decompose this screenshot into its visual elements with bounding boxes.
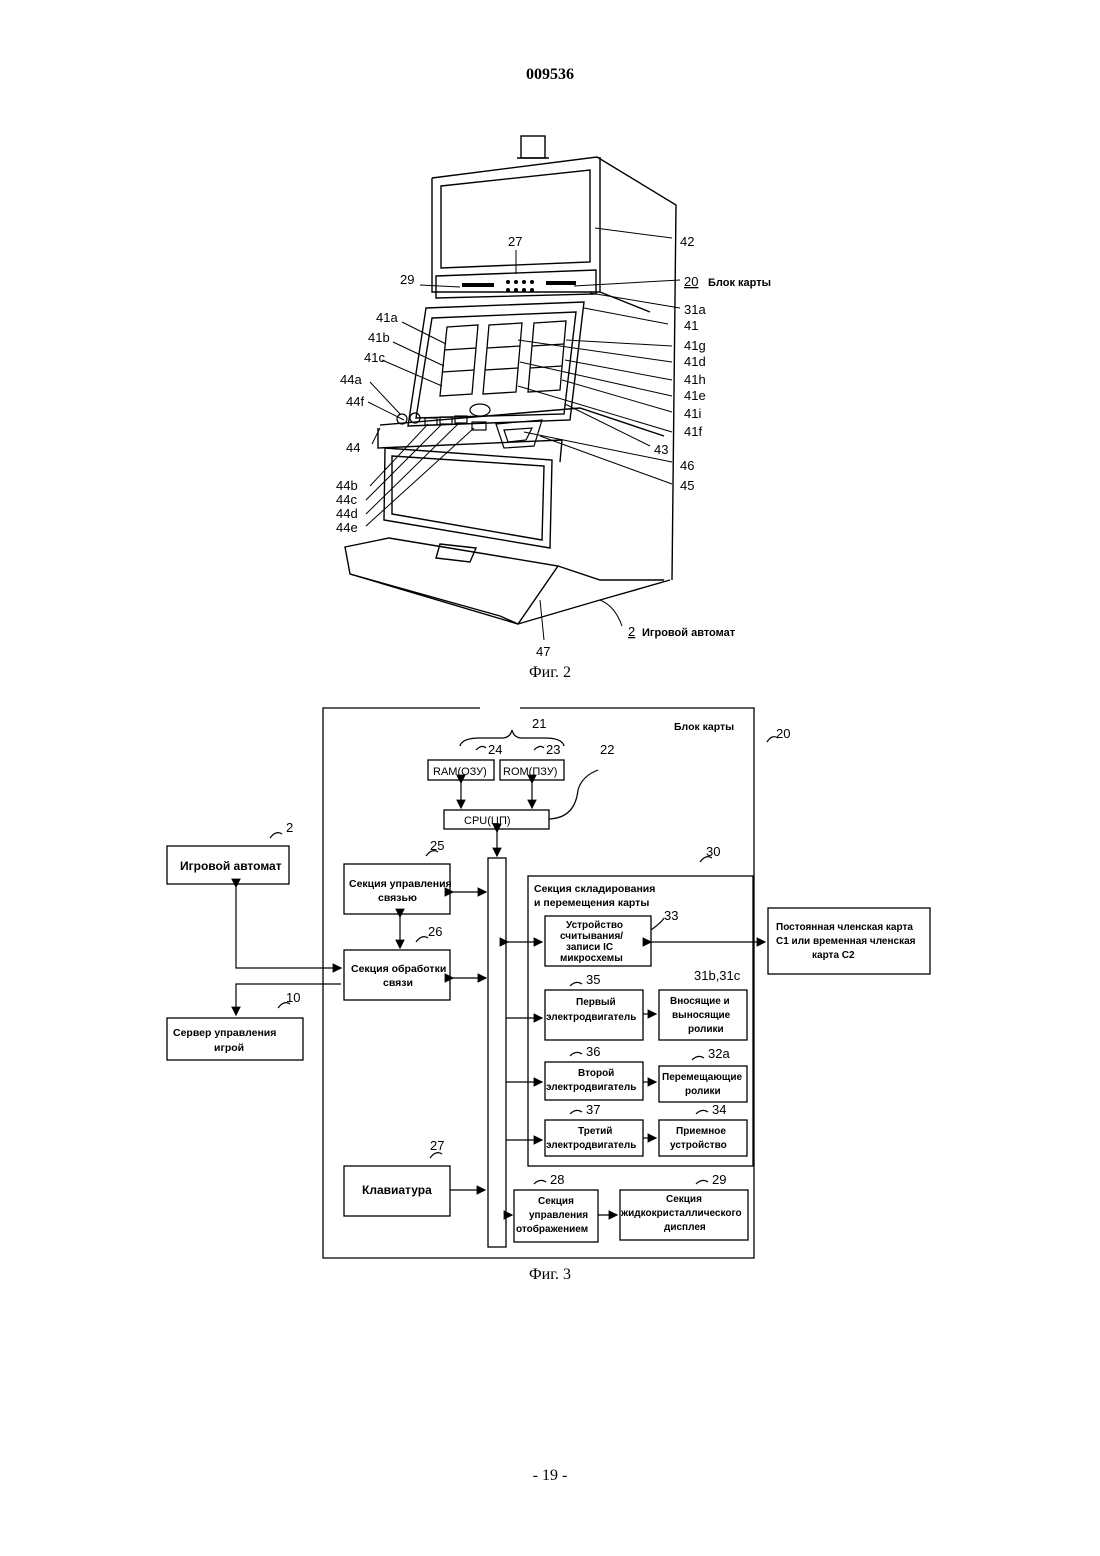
fig3-ref-30: 30 [706, 844, 720, 859]
fig3-display-ctrl-2: управления [529, 1210, 588, 1221]
fig3-ic-1: Устройство [566, 920, 623, 931]
fig3-rollers1-1: Вносящие и [670, 996, 730, 1007]
fig3-ref-24: 24 [488, 742, 502, 757]
fig3-motor3-2: электродвигатель [546, 1140, 636, 1151]
fig3-motor1-1: Первый [576, 997, 616, 1008]
fig3-motor3-1: Третий [578, 1126, 612, 1137]
fig3-lcd-2: жидкокристаллического [620, 1208, 742, 1219]
fig3-comm-control-1: Секция управления [349, 878, 452, 890]
fig3-rollers1-2: выносящие [672, 1010, 731, 1021]
figure-3-caption: Фиг. 3 [450, 1266, 650, 1284]
fig3-motor1-2: электродвигатель [546, 1012, 636, 1023]
fig3-ref-21: 21 [532, 716, 546, 731]
fig3-member-3: карта C2 [812, 950, 855, 961]
fig3-member-2: C1 или временная членская [776, 936, 916, 947]
fig3-cpu: CPU(ЦП) [464, 815, 511, 827]
fig3-server-1: Сервер управления [173, 1027, 276, 1039]
fig3-ref-28: 28 [550, 1172, 564, 1187]
fig3-server-2: игрой [214, 1042, 244, 1054]
fig3-display-ctrl-3: отображением [516, 1223, 588, 1235]
fig3-ic-2: считывания/ [560, 931, 623, 942]
fig3-ref-2: 2 [286, 820, 293, 835]
fig3-gaming-machine: Игровой автомат [180, 859, 282, 873]
fig3-comm-control-2: связью [378, 892, 417, 904]
fig3-comm-proc-2: связи [383, 977, 413, 989]
fig3-ref-32a: 32a [708, 1046, 730, 1061]
fig3-receiver-1: Приемное [676, 1126, 726, 1137]
fig3-ref-29: 29 [712, 1172, 726, 1187]
fig3-rom: ROM(ПЗУ) [503, 766, 557, 778]
fig3-rollers2-2: ролики [685, 1086, 721, 1097]
fig3-card-unit-title: Блок карты [674, 721, 734, 733]
fig3-ref-31bc: 31b,31c [694, 968, 741, 983]
fig3-lcd-1: Секция [666, 1194, 702, 1205]
fig3-ref-33: 33 [664, 908, 678, 923]
fig3-ref-37: 37 [586, 1102, 600, 1117]
fig3-ref-10: 10 [286, 990, 300, 1005]
fig3-ref-35: 35 [586, 972, 600, 987]
fig3-ref-25: 25 [430, 838, 444, 853]
fig3-ref-34: 34 [712, 1102, 726, 1117]
fig3-storage-1: Секция складирования [534, 883, 655, 895]
fig3-rollers2-1: Перемещающие [662, 1072, 742, 1083]
fig3-ref-22: 22 [600, 742, 614, 757]
page-number: - 19 - [0, 1467, 1100, 1485]
fig3-motor2-1: Второй [578, 1068, 614, 1079]
fig3-ram: RAM(ОЗУ) [433, 766, 487, 778]
fig3-storage-2: и перемещения карты [534, 897, 649, 909]
fig3-ref-27: 27 [430, 1138, 444, 1153]
fig3-member-1: Постоянная членская карта [776, 922, 913, 933]
fig3-lcd-3: дисплея [664, 1222, 706, 1233]
fig3-receiver-2: устройство [670, 1140, 727, 1151]
fig3-ref-26: 26 [428, 924, 442, 939]
fig3-ic-3: записи IC [566, 942, 613, 953]
fig3-rollers1-3: ролики [688, 1024, 724, 1035]
fig3-ic-4: микросхемы [560, 953, 623, 964]
fig3-ref-20: 20 [776, 726, 790, 741]
fig3-keyboard: Клавиатура [362, 1183, 432, 1197]
fig3-display-ctrl-1: Секция [538, 1196, 574, 1207]
figure-3-diagram: Блок карты 20 21 24 23 22 RAM(ОЗУ) ROM(П… [0, 0, 1100, 1300]
fig3-comm-proc-1: Секция обработки [351, 963, 446, 975]
fig3-motor2-2: электродвигатель [546, 1082, 636, 1093]
fig3-ref-36: 36 [586, 1044, 600, 1059]
fig3-ref-23: 23 [546, 742, 560, 757]
